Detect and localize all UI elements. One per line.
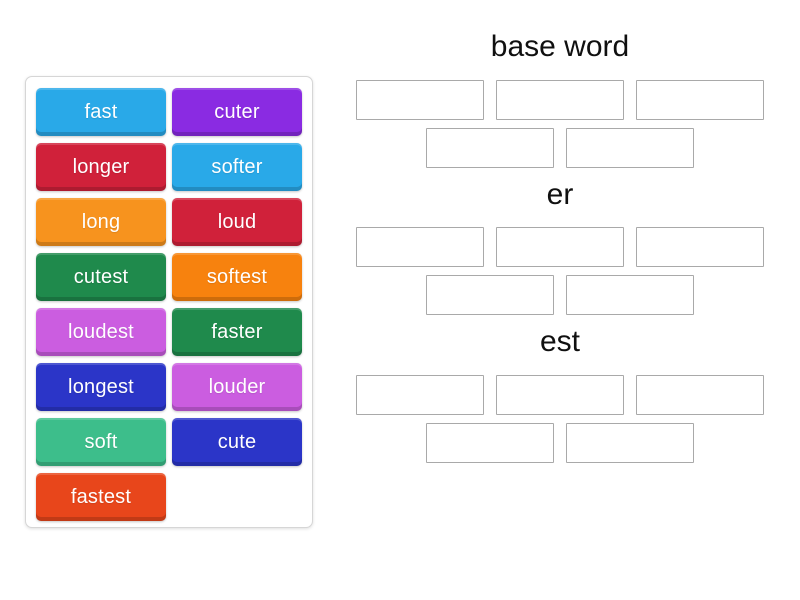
word-tile-cell[interactable]: fastest (33, 469, 169, 524)
word-tile-cell[interactable]: soft (33, 414, 169, 469)
category-title: er (546, 177, 574, 211)
drop-slot[interactable] (636, 227, 764, 267)
slot-row (340, 275, 780, 315)
word-tile[interactable]: faster (172, 307, 302, 356)
category-group: base word (340, 28, 780, 168)
slot-row (340, 79, 780, 120)
drop-slot[interactable] (426, 422, 554, 463)
word-tile[interactable]: cute (172, 417, 302, 466)
word-tile-cell[interactable]: softer (169, 139, 305, 194)
drop-slot[interactable] (356, 374, 484, 415)
slot-row (340, 422, 780, 463)
slot-row (340, 227, 780, 267)
word-tile-cell[interactable]: cute (169, 414, 305, 469)
drop-slot[interactable] (566, 275, 694, 315)
slot-row (340, 374, 780, 415)
word-tile[interactable]: loud (172, 197, 302, 246)
word-tile-cell[interactable]: loud (169, 194, 305, 249)
word-tile-cell[interactable]: fast (33, 84, 169, 139)
drop-slot[interactable] (426, 275, 554, 315)
drop-slot[interactable] (496, 79, 624, 120)
word-tile[interactable]: fastest (36, 472, 166, 521)
word-tile[interactable]: softest (172, 252, 302, 301)
word-tile-cell[interactable]: faster (169, 304, 305, 359)
word-tile-cell[interactable]: louder (169, 359, 305, 414)
drop-slot[interactable] (356, 227, 484, 267)
drop-slot[interactable] (356, 79, 484, 120)
slot-row (340, 127, 780, 168)
word-tile-cell[interactable]: longer (33, 139, 169, 194)
drop-slot[interactable] (636, 374, 764, 415)
word-tile[interactable]: louder (172, 362, 302, 411)
category-title: est (539, 325, 581, 358)
category-group: er (340, 176, 780, 315)
word-tile[interactable]: soft (36, 417, 166, 466)
category-list: base word er est (340, 28, 780, 578)
word-tile[interactable]: cutest (36, 252, 166, 301)
drop-slot[interactable] (426, 127, 554, 168)
word-tile[interactable]: loudest (36, 307, 166, 356)
word-tile[interactable]: cuter (172, 87, 302, 136)
category-title: base word (490, 30, 630, 63)
word-tile-cell-empty (169, 469, 305, 524)
word-tile-cell[interactable]: softest (169, 249, 305, 304)
drop-slot[interactable] (636, 79, 764, 120)
word-tile-cell[interactable]: longest (33, 359, 169, 414)
word-tile[interactable]: longer (36, 142, 166, 191)
word-tile-cell[interactable]: long (33, 194, 169, 249)
word-tile[interactable]: fast (36, 87, 166, 136)
word-tile[interactable]: long (36, 197, 166, 246)
word-tile-cell[interactable]: cuter (169, 84, 305, 139)
drop-slot[interactable] (496, 374, 624, 415)
drop-slot[interactable] (566, 127, 694, 168)
category-group: est (340, 323, 780, 463)
word-tile-cell[interactable]: cutest (33, 249, 169, 304)
word-tile[interactable]: longest (36, 362, 166, 411)
drop-slot[interactable] (566, 422, 694, 463)
drop-slot[interactable] (496, 227, 624, 267)
word-tile[interactable]: softer (172, 142, 302, 191)
word-tile-cell[interactable]: loudest (33, 304, 169, 359)
